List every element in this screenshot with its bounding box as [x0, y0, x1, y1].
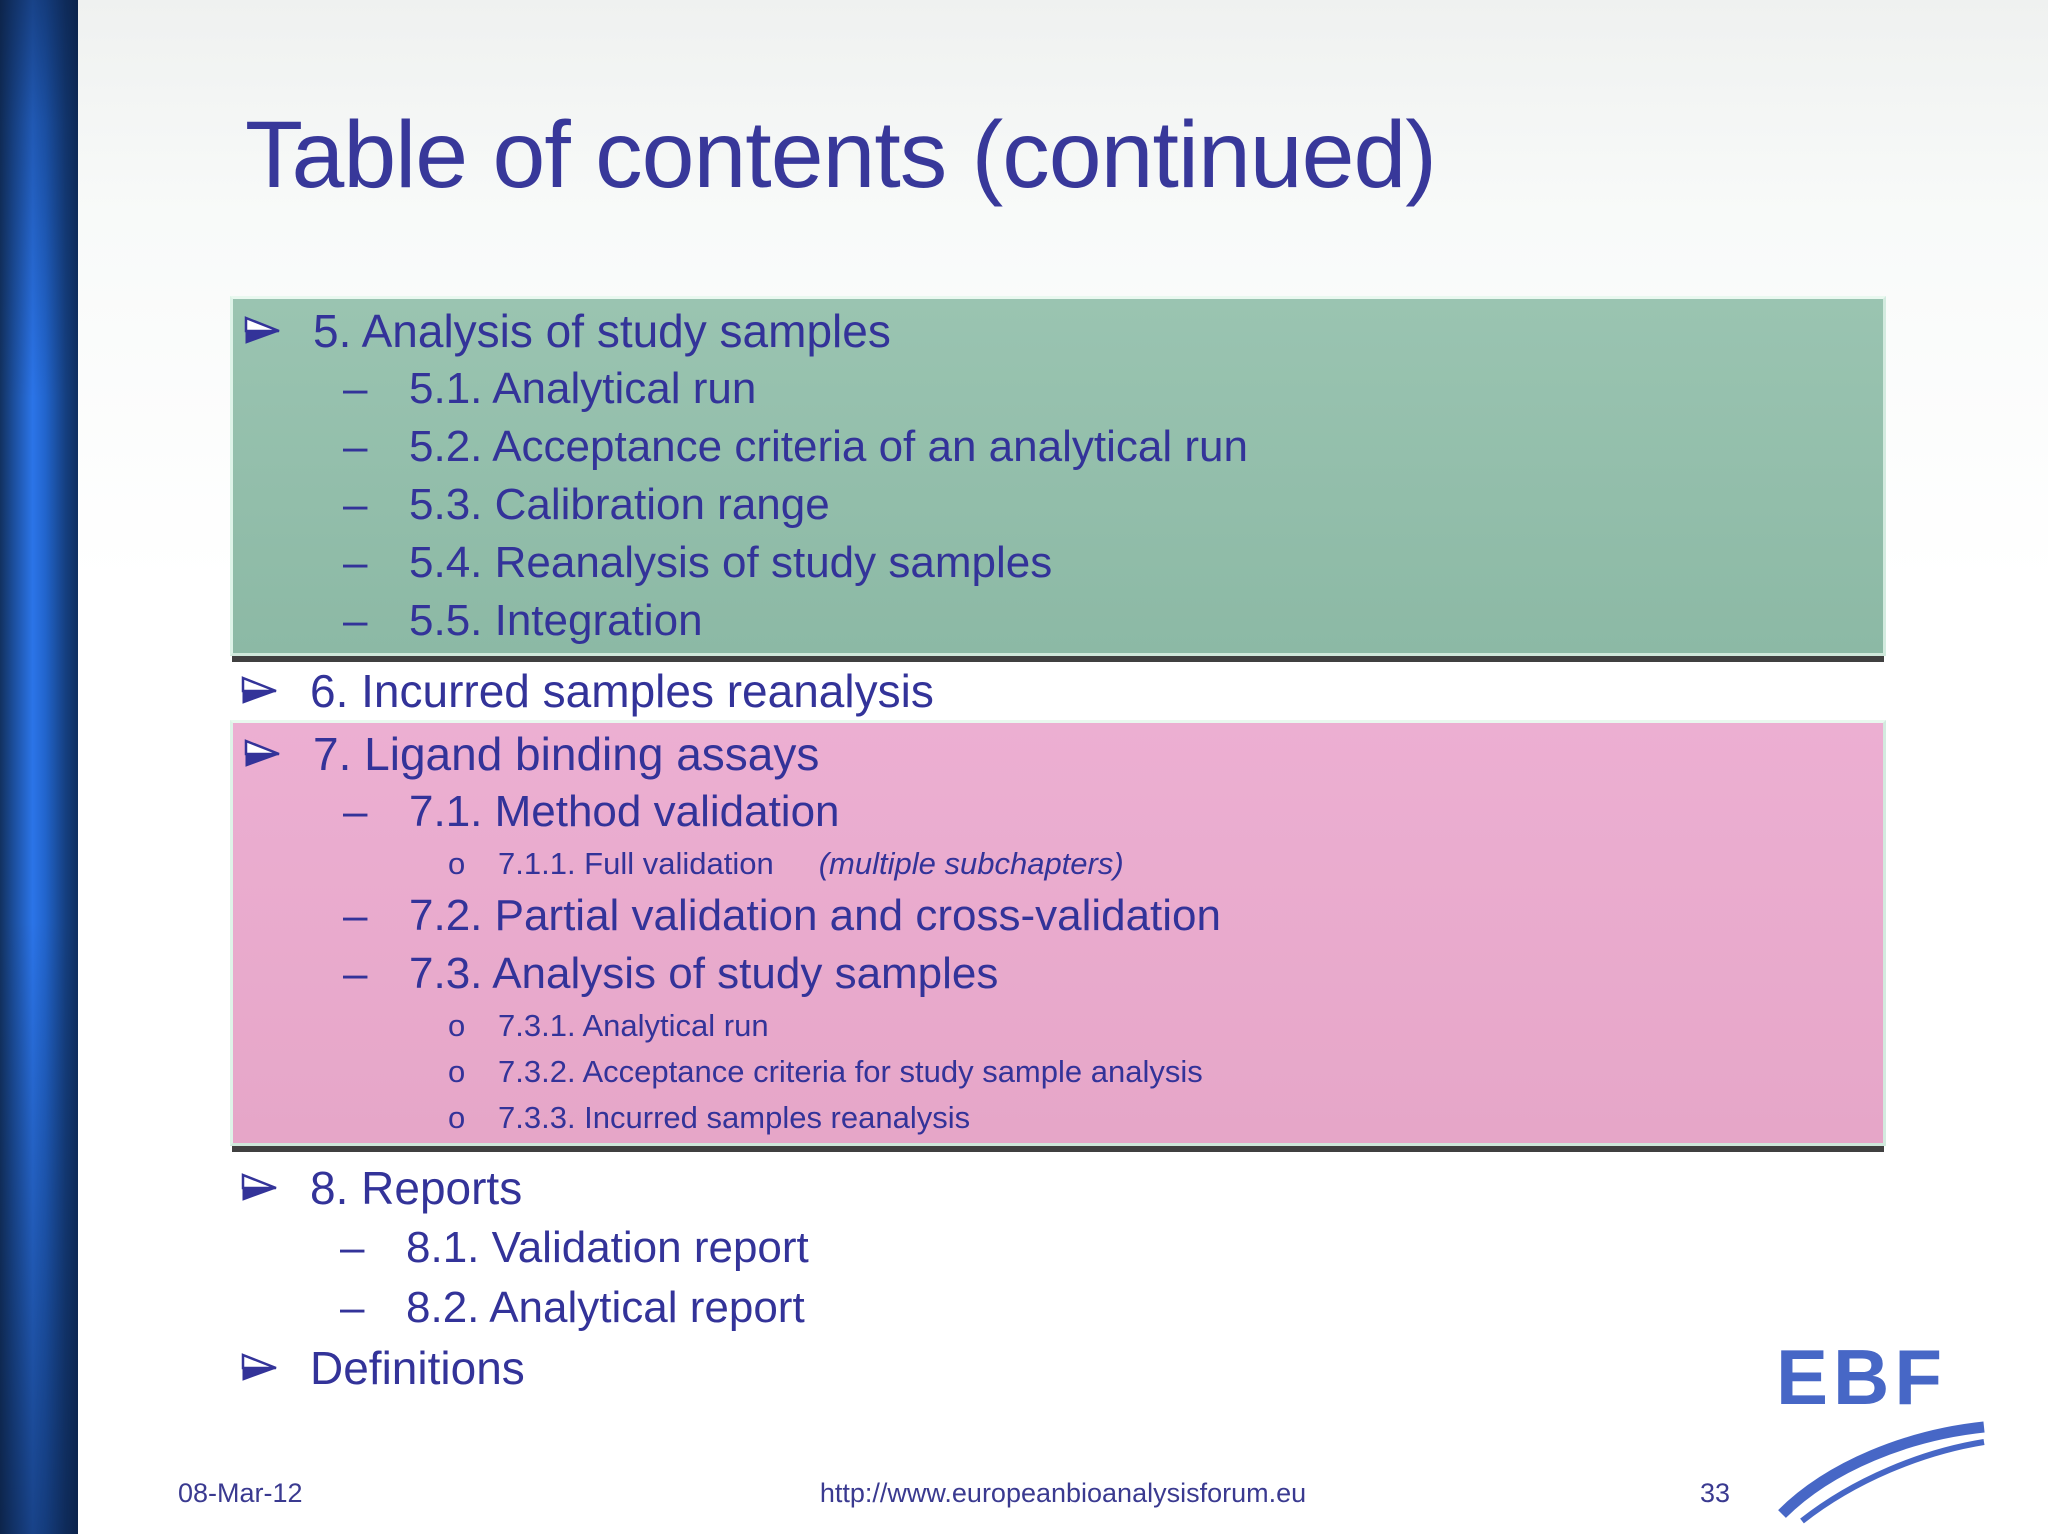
toc-item-label: 6. Incurred samples reanalysis [310, 665, 934, 717]
sidebar-gradient-bar [0, 0, 78, 1534]
toc-item-8-1: – 8.1. Validation report [230, 1218, 1886, 1278]
dash-bullet: – [343, 891, 368, 940]
toc-item-7-3-3: o 7.3.3. Incurred samples reanalysis [233, 1095, 1883, 1141]
dash-bullet: – [340, 1283, 365, 1332]
toc-item-label: Definitions [310, 1342, 525, 1394]
slide-footer: 08-Mar-12 http://www.europeanbioanalysis… [78, 1470, 2048, 1514]
toc-item-7-3-1: o 7.3.1. Analytical run [233, 1003, 1883, 1049]
toc-item-7-3-2: o 7.3.2. Acceptance criteria for study s… [233, 1049, 1883, 1095]
ebf-logo: EBF [1740, 1338, 2005, 1530]
toc-item-label: 5.1. Analytical run [409, 364, 757, 413]
toc-item-note: (multiple subchapters) [818, 846, 1124, 881]
circle-bullet: o [448, 1008, 466, 1043]
footer-url-link[interactable]: http://www.europeanbioanalysisforum.eu [819, 1478, 1307, 1508]
page-title: Table of contents (continued) [245, 102, 1437, 208]
toc-item-7-2: – 7.2. Partial validation and cross-vali… [233, 887, 1883, 945]
toc-item-label: 5.4. Reanalysis of study samples [409, 538, 1053, 587]
logo-swoosh-icon [1778, 1421, 1985, 1524]
toc-item-label: 7.3.2. Acceptance criteria for study sam… [498, 1054, 1203, 1089]
toc-item-5: 5. Analysis of study samples [233, 302, 1883, 360]
dash-bullet: – [343, 949, 368, 998]
toc-item-7: 7. Ligand binding assays [233, 725, 1883, 783]
toc-section-7-box: 7. Ligand binding assays – 7.1. Method v… [230, 720, 1886, 1146]
toc-item-5-3: – 5.3. Calibration range [233, 476, 1883, 534]
toc-item-label: 7.2. Partial validation and cross-valida… [409, 891, 1222, 940]
circle-bullet: o [448, 1054, 466, 1089]
toc-item-label: 7.1.1. Full validation [498, 846, 774, 881]
footer-date: 08-Mar-12 [178, 1478, 303, 1508]
dash-bullet: – [343, 480, 368, 529]
toc-item-5-2: – 5.2. Acceptance criteria of an analyti… [233, 418, 1883, 476]
toc-item-label: 5. Analysis of study samples [313, 305, 891, 357]
arrow-bullet-icon [240, 1352, 310, 1384]
dash-bullet: – [343, 787, 368, 836]
toc-item-label: 8.2. Analytical report [406, 1283, 805, 1332]
circle-bullet: o [448, 1100, 466, 1135]
toc-item-7-1-1: o 7.1.1. Full validation (multiple subch… [233, 841, 1883, 887]
toc-item-label: 7.1. Method validation [409, 787, 840, 836]
toc-item-label: 5.5. Integration [409, 596, 703, 645]
arrow-bullet-icon [240, 675, 310, 707]
arrow-bullet-icon [240, 1172, 310, 1204]
toc-item-definitions: Definitions [230, 1338, 1886, 1398]
toc-item-6: 6. Incurred samples reanalysis [230, 664, 1886, 718]
arrow-bullet-icon [243, 738, 313, 770]
arrow-bullet-icon [243, 315, 313, 347]
toc-item-5-1: – 5.1. Analytical run [233, 360, 1883, 418]
ebf-logo-text: EBF [1776, 1333, 1947, 1421]
circle-bullet: o [448, 846, 466, 881]
toc-item-7-1: – 7.1. Method validation [233, 783, 1883, 841]
toc-item-8-2: – 8.2. Analytical report [230, 1278, 1886, 1338]
toc-item-label: 5.2. Acceptance criteria of an analytica… [409, 422, 1248, 471]
toc-item-8: 8. Reports [230, 1158, 1886, 1218]
dash-bullet: – [343, 364, 368, 413]
toc-section-5-box: 5. Analysis of study samples – 5.1. Anal… [230, 296, 1886, 656]
dash-bullet: – [340, 1223, 365, 1272]
toc-item-label: 8.1. Validation report [406, 1223, 809, 1272]
toc-tail-section: 8. Reports – 8.1. Validation report – 8.… [230, 1158, 1886, 1398]
page-number: 33 [1700, 1478, 1731, 1508]
toc-item-label: 7.3.1. Analytical run [498, 1008, 769, 1043]
toc-item-5-4: – 5.4. Reanalysis of study samples [233, 534, 1883, 592]
dash-bullet: – [343, 538, 368, 587]
toc-item-label: 7. Ligand binding assays [313, 728, 820, 780]
toc-item-5-5: – 5.5. Integration [233, 592, 1883, 650]
toc-item-label: 8. Reports [310, 1162, 523, 1214]
toc-item-label: 7.3.3. Incurred samples reanalysis [498, 1100, 971, 1135]
toc-item-7-3: – 7.3. Analysis of study samples [233, 945, 1883, 1003]
toc-item-label: 7.3. Analysis of study samples [409, 949, 999, 998]
table-of-contents: 5. Analysis of study samples – 5.1. Anal… [230, 296, 1886, 1398]
dash-bullet: – [343, 422, 368, 471]
toc-item-label: 5.3. Calibration range [409, 480, 830, 529]
dash-bullet: – [343, 596, 368, 645]
